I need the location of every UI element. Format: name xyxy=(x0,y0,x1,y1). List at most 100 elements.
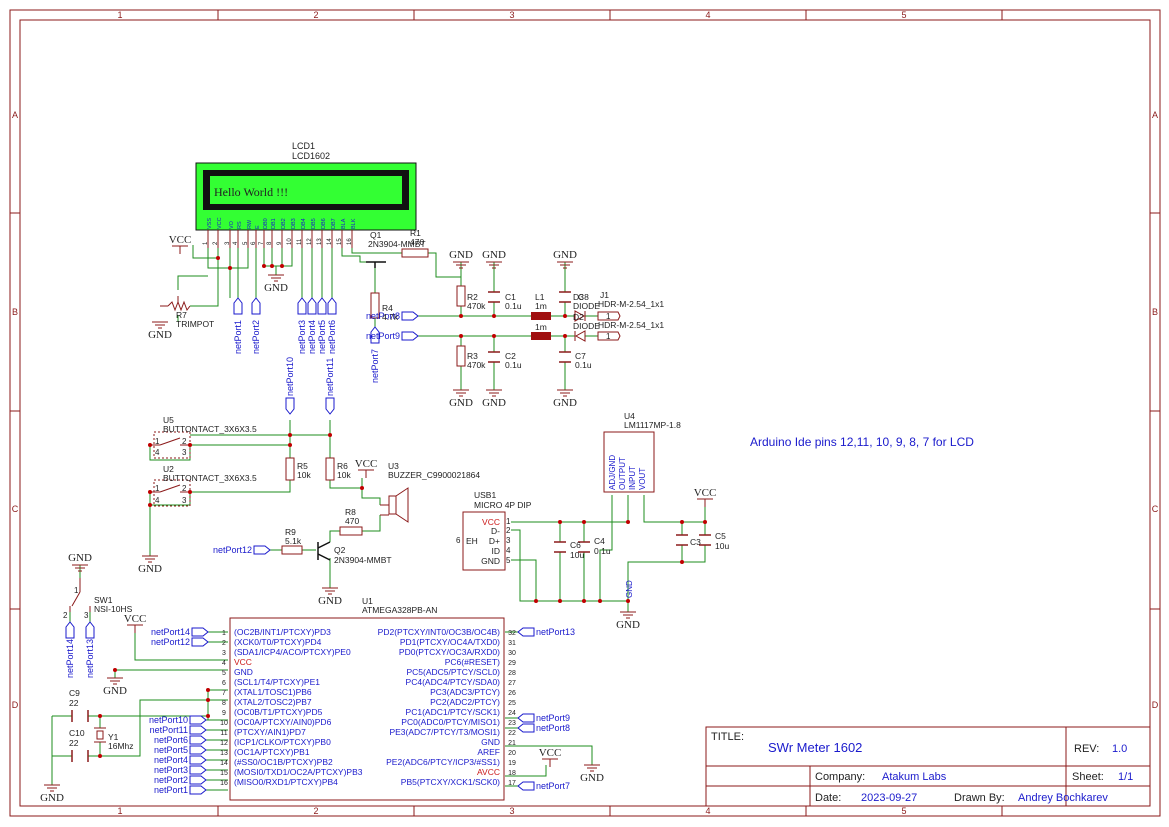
transistor-q1 xyxy=(366,261,386,268)
lcd-pin-name: DB6 xyxy=(321,218,327,229)
junction-dot xyxy=(206,688,210,692)
mcu-left-pin-num: 16 xyxy=(220,780,228,787)
lcd-pin-number: 11 xyxy=(297,238,303,245)
q2-ref: Q2 xyxy=(334,545,346,555)
mcu-left-pin-num: 14 xyxy=(220,760,228,767)
r2-val: 470k xyxy=(467,301,486,311)
lcd-pin-name: E xyxy=(255,225,261,229)
r6-val: 10k xyxy=(337,470,351,480)
r4-ref: R4 xyxy=(382,303,393,313)
mcu-right-pin-name: AREF xyxy=(477,747,500,757)
btn-pin-3: 3 xyxy=(182,448,187,457)
junction-dot xyxy=(148,503,152,507)
mcu-left-pin-num: 6 xyxy=(222,680,226,687)
net-port-flag xyxy=(517,627,535,637)
junction-dot xyxy=(703,520,707,524)
mcu-left-pin-num: 10 xyxy=(220,720,228,727)
junction-dots xyxy=(98,256,707,758)
frame-col-5: 5 xyxy=(901,10,906,20)
r8-val: 470 xyxy=(345,516,359,526)
frame-col-3-bottom: 3 xyxy=(509,806,514,816)
lcd-pin-name: VCC xyxy=(217,217,223,229)
inductor-l1 xyxy=(531,312,551,320)
u1-part: ATMEGA328PB-AN xyxy=(362,605,437,615)
r9-ref: R9 xyxy=(285,527,296,537)
lcd-pin-number: 3 xyxy=(225,241,231,245)
junction-dot xyxy=(582,520,586,524)
usb-pin-gnd: GND xyxy=(481,556,500,566)
r1-ref: R1 xyxy=(410,228,421,238)
j1-part: HDR-M-2.54_1x1 xyxy=(598,299,664,309)
q1-part: 2N3904-MMBT xyxy=(368,239,426,249)
net-port-label: netPort5 xyxy=(317,320,327,354)
frame-row-a-right: A xyxy=(1152,110,1158,120)
net-port-label: netPort7 xyxy=(370,349,380,383)
net-port-label: netPort14 xyxy=(65,639,75,678)
lcd-pin-name: RS xyxy=(237,221,243,229)
net-port-label: netPort11 xyxy=(325,358,335,396)
usb-pin-num-1: 1 xyxy=(506,517,511,526)
net-port-label: netPort2 xyxy=(251,320,261,354)
gnd-label: GND xyxy=(138,563,162,575)
mcu-right-pin-name: AVCC xyxy=(477,767,500,777)
resistor-r6 xyxy=(325,457,335,481)
junction-dot xyxy=(680,560,684,564)
mcu-right-pin-name: PD0(PTCXY/OC3A/RXD0) xyxy=(399,647,500,657)
switch-sw1 xyxy=(69,578,91,612)
u1-ref: U1 xyxy=(362,596,373,606)
mcu-left-pin-name: (SCL1/T4/PTCXY)PE1 xyxy=(234,677,320,687)
r3-val: 470k xyxy=(467,360,486,370)
mcu-left-pin-name: (XTAL2/TOSC2)PB7 xyxy=(234,697,312,707)
junction-dot xyxy=(563,314,567,318)
gnd-label: GND xyxy=(318,595,342,607)
junction-dot xyxy=(113,668,117,672)
u3-part: BUZZER_C9900021864 xyxy=(388,470,480,480)
mcu-right-pin-num: 25 xyxy=(508,700,516,707)
mcu-right-pins: PD2(PTCXY/INT0/OC3B/OC4B)32PD1(PTCXY/OC4… xyxy=(378,627,516,787)
y1-ref: Y1 xyxy=(108,732,119,742)
resistor-r2 xyxy=(456,285,466,307)
net-port-flag xyxy=(401,311,419,321)
mcu-right-pin-name: PC4(ADC4/PTCY/SDA0) xyxy=(406,677,501,687)
c9-val: 22 xyxy=(69,698,79,708)
net-port-label: netPort8 xyxy=(366,311,400,321)
mcu-left-pin-name: (#SS0/OC1B/PTCXY)PB2 xyxy=(234,757,333,767)
net-port-flag xyxy=(189,755,207,765)
c8-ref: C8 xyxy=(578,292,589,302)
resistor-r4 xyxy=(370,292,380,319)
net-port-label: netPort4 xyxy=(154,755,188,765)
lcd-pin-name: VO xyxy=(229,220,235,229)
transistor-q2 xyxy=(317,541,331,561)
net-port-label: netPort2 xyxy=(154,775,188,785)
junction-dot xyxy=(492,314,496,318)
net-port-flag xyxy=(65,621,75,639)
resistor-r3 xyxy=(456,345,466,367)
net-port-flag xyxy=(233,297,243,315)
lcd-screen-text: Hello World !!! xyxy=(214,185,288,199)
ldo-u4 xyxy=(603,431,655,493)
mcu-right-pin-name: PE3(ADC7/PTCY/T3/MOSI1) xyxy=(389,727,500,737)
net-port-label: netPort5 xyxy=(154,745,188,755)
btn-pin-4: 4 xyxy=(155,448,160,457)
net-port-flag xyxy=(251,297,261,315)
net-port-label: netPort4 xyxy=(307,320,317,354)
junction-dot xyxy=(563,334,567,338)
junction-dot xyxy=(98,754,102,758)
lcd-pin-group: VSS1VCC2VO3RS4RW5E6DB07DB18DB29DB310DB41… xyxy=(203,217,357,248)
mcu-right-pin-name: PC5(ADC5/PTCY/SCL0) xyxy=(406,667,500,677)
lcd-pin-name: DB3 xyxy=(291,218,297,229)
c7-val: 0.1u xyxy=(575,360,592,370)
junction-dot xyxy=(626,520,630,524)
l1-val: 1m xyxy=(535,301,547,311)
net-port-label: netPort9 xyxy=(536,713,570,723)
junction-dot xyxy=(280,264,284,268)
u4-pin-input: INPUT xyxy=(628,466,637,490)
vcc-label: VCC xyxy=(355,458,378,470)
capacitors xyxy=(71,291,711,762)
lcd-pin-number: 15 xyxy=(337,238,343,245)
c4-ref: C4 xyxy=(594,536,605,546)
c9-ref: C9 xyxy=(69,688,80,698)
mcu-left-pin-name: VCC xyxy=(234,657,252,667)
c2-val: 0.1u xyxy=(505,360,522,370)
mcu-right-pin-name: PC0(ADC0/PTCY/MISO1) xyxy=(401,717,500,727)
